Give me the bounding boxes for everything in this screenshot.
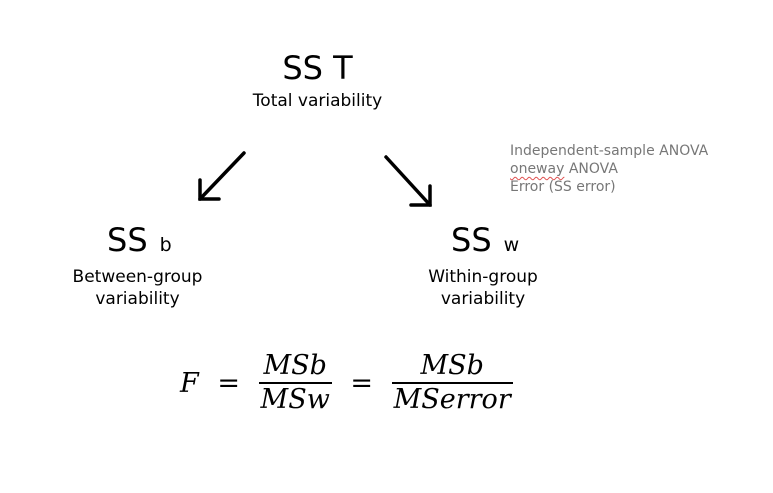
between-node: SS b Between-group variability [45, 222, 230, 310]
ss-between-main: SS [107, 221, 148, 259]
fraction-1-bar [258, 382, 332, 384]
note-line-2-rest: ANOVA [564, 161, 618, 177]
spellcheck-word: oneway [510, 161, 565, 177]
fraction-2-denominator: MSerror [393, 384, 511, 415]
ss-between-label: SS b [45, 222, 230, 263]
total-variability-label: Total variability [252, 91, 383, 111]
within-desc-line-1: Within-group [428, 267, 538, 287]
formula-lhs: F [180, 367, 199, 399]
fraction-msb-mserror: MSb MSerror [391, 350, 513, 416]
note-line-1: Independent-sample ANOVA [510, 143, 709, 159]
ss-between-subscript: b [159, 234, 172, 256]
formula-equals-1: = [217, 367, 240, 399]
between-desc-line-2: variability [95, 289, 180, 309]
fraction-2-numerator: MSb [420, 350, 484, 381]
arrow-to-between [198, 151, 246, 201]
ss-total-label: SS T [282, 49, 353, 87]
fraction-1-numerator: MSb [263, 350, 327, 381]
arrow-to-within [384, 155, 432, 207]
within-desc-line-2: variability [440, 289, 526, 309]
anova-notes: Independent-sample ANOVA oneway ANOVA Er… [510, 142, 765, 196]
within-node: SS w Within-group variability [393, 222, 573, 310]
fraction-1-denominator: MSw [260, 384, 330, 415]
between-desc-line-1: Between-group [72, 267, 203, 287]
root-node: SS T Total variability [230, 50, 405, 112]
note-line-3: Error (SS error) [510, 179, 616, 195]
ss-within-label: SS w [393, 222, 573, 263]
ss-within-main: SS [451, 221, 492, 259]
fraction-msb-msw: MSb MSw [258, 350, 332, 416]
f-ratio-formula: F = MSb MSw = MSb MSerror [180, 350, 513, 416]
formula-equals-2: = [350, 367, 374, 399]
fraction-2-bar [391, 382, 513, 384]
note-line-2: oneway ANOVA [510, 160, 765, 178]
ss-within-subscript: w [503, 234, 520, 256]
